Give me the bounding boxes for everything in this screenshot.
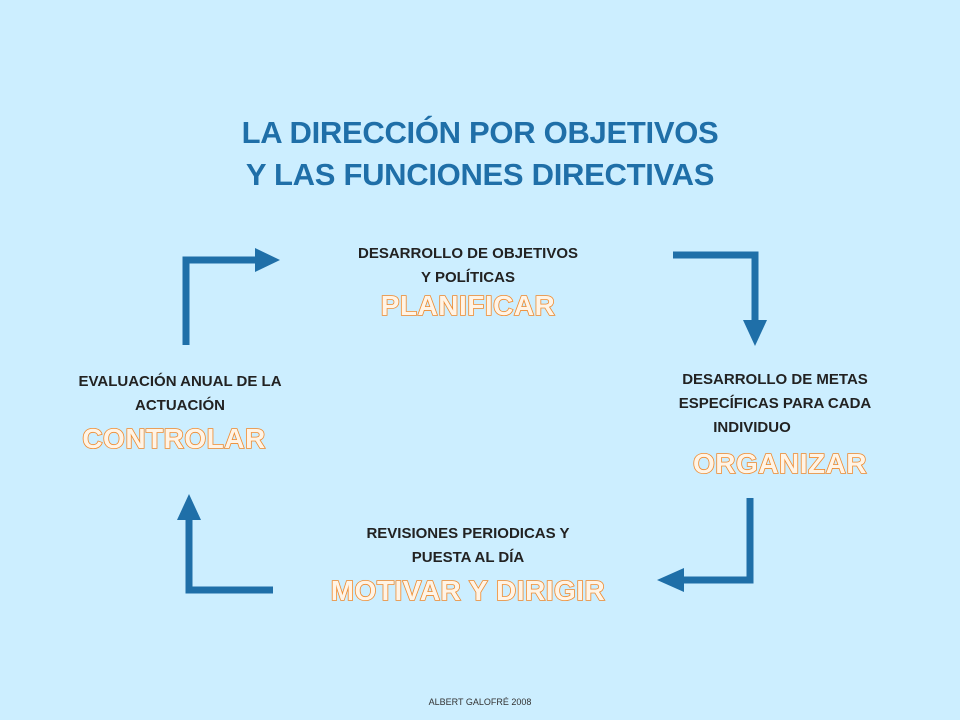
node-left-description: EVALUACIÓN ANUAL DE LA ACTUACIÓN (30, 370, 330, 418)
page-title: LA DIRECCIÓN POR OBJETIVOS Y LAS FUNCION… (180, 112, 780, 196)
node-bottom-desc-line-1: REVISIONES PERIODICAS Y (366, 525, 570, 542)
node-left-desc-line-1: EVALUACIÓN ANUAL DE LA (78, 373, 282, 390)
node-top-description: DESARROLLO DE OBJETIVOS Y POLÍTICAS (318, 242, 618, 290)
node-bottom-desc-line-2: PUESTA AL DÍA (411, 549, 525, 566)
node-bottom-description: REVISIONES PERIODICAS Y PUESTA AL DÍA (318, 522, 618, 570)
function-controlar: CONTROLAR (82, 422, 266, 455)
node-top-desc-line-1: DESARROLLO DE OBJETIVOS (357, 245, 579, 262)
arrowhead-right-icon (255, 248, 280, 272)
node-right-desc-line-2: ESPECÍFICAS PARA CADA (678, 395, 872, 412)
node-right-desc-line-3: INDIVIDUO (713, 419, 791, 436)
footer-credit: ALBERT GALOFRÉ 2008 (428, 697, 532, 707)
node-right-description: DESARROLLO DE METAS ESPECÍFICAS PARA CAD… (630, 368, 920, 440)
arrow-controlar-to-planificar (182, 256, 255, 345)
node-top-desc-line-2: Y POLÍTICAS (421, 269, 515, 286)
function-organizar: ORGANIZAR (692, 447, 868, 480)
arrowhead-left-icon (657, 568, 684, 592)
arrow-motivar-to-controlar (185, 518, 273, 594)
node-right-desc-line-1: DESARROLLO DE METAS (682, 371, 868, 388)
function-planificar: PLANIFICAR (380, 289, 556, 322)
arrowhead-down-icon (743, 320, 767, 346)
arrowhead-up-icon (177, 494, 201, 520)
arrow-planificar-to-organizar (673, 251, 759, 322)
title-line-1: LA DIRECCIÓN POR OBJETIVOS (241, 115, 719, 150)
title-line-2: Y LAS FUNCIONES DIRECTIVAS (245, 157, 715, 192)
node-left-desc-line-2: ACTUACIÓN (135, 397, 225, 414)
arrow-organizar-to-motivar (682, 498, 754, 584)
function-motivar-y-dirigir: MOTIVAR Y DIRIGIR (330, 574, 606, 607)
